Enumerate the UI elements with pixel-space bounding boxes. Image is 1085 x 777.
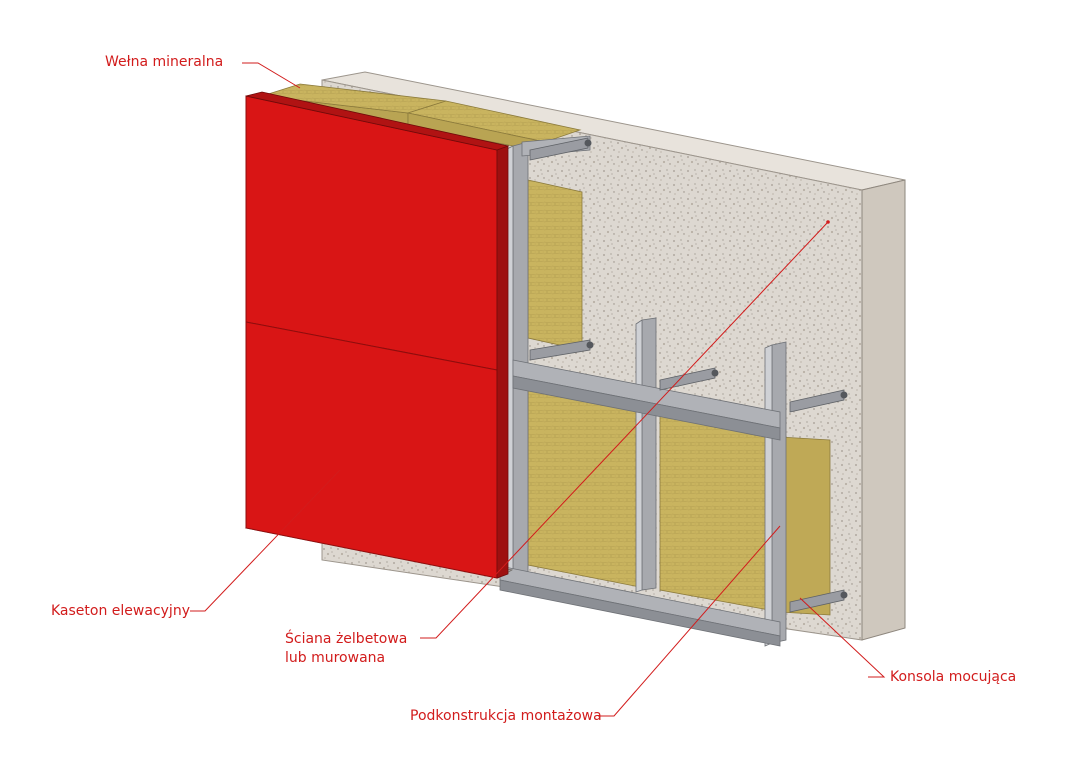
concrete-wall-side bbox=[861, 179, 906, 641]
brackets bbox=[529, 137, 848, 613]
bracket bbox=[529, 339, 594, 361]
vertical-profile bbox=[641, 317, 657, 591]
leader-mineral-wool bbox=[242, 62, 301, 89]
leader-lines bbox=[190, 62, 886, 717]
label-bracket: Konsola mocująca bbox=[890, 669, 1017, 685]
label-mineral-wool: Wełna mineralna bbox=[105, 54, 224, 70]
leader-cassette bbox=[190, 469, 341, 612]
bracket bbox=[659, 367, 719, 391]
leader-bracket bbox=[799, 597, 886, 678]
cassette-side bbox=[496, 145, 509, 579]
leader-substructure bbox=[598, 525, 781, 717]
mineral-wool-lower-infill bbox=[527, 389, 831, 616]
leader-wall bbox=[420, 221, 829, 639]
bracket bbox=[789, 389, 848, 413]
label-cassette: Kaseton elewacyjny bbox=[51, 603, 190, 619]
bracket bbox=[789, 589, 848, 613]
label-wall-line2: lub murowana bbox=[285, 650, 386, 666]
bracket bbox=[529, 137, 592, 161]
vertical-profile bbox=[771, 341, 787, 644]
mineral-wool-upper-infill bbox=[527, 179, 583, 351]
mineral-wool-top bbox=[261, 83, 582, 153]
label-substructure: Podkonstrukcja montażowa bbox=[410, 708, 602, 724]
cassette-top bbox=[245, 91, 510, 151]
substructure bbox=[499, 135, 787, 647]
label-wall-line1: Ściana żelbetowa bbox=[285, 631, 408, 647]
facade-cassettes bbox=[244, 91, 514, 579]
